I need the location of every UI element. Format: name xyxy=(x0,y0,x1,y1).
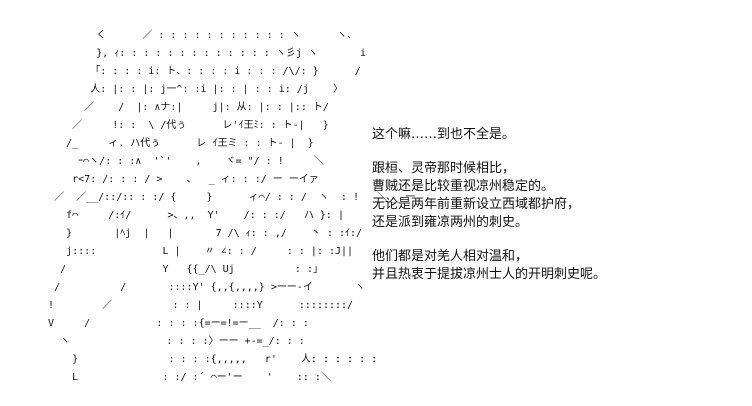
ascii-art-line: ! ／ : : | ::::Y ::::::::/ xyxy=(30,300,354,311)
ascii-art-line: /_ ィ. ハ代ぅ レ ｲ王ミ : : ト- | } xyxy=(30,138,314,149)
dialogue-text: 这个嘛……到也不全是。 跟桓、灵帝那时候相比， 曹贼还是比较重视凉州稳定的。 无… xyxy=(372,126,742,284)
ascii-art-line: r<7: /: : : / > 、 _ ィ: : :/ ー ーイァ xyxy=(30,174,319,185)
dialogue-line: 他们都是对羌人相对温和， xyxy=(372,249,529,264)
dialogue-line: 还是派到雍凉两州的刺史。 xyxy=(372,215,529,230)
ascii-art-line: ／ !: : \ /代ぅ レ'ｲ王ﾐ: : ト-| } xyxy=(30,120,329,131)
ascii-art-line: V / : : : :{=ー=!=ー__ /: : : xyxy=(30,318,309,329)
ascii-art-line: / Y {{_/\ Uj : :」 xyxy=(30,264,323,275)
paragraph-gap xyxy=(372,144,742,160)
dialogue-line: 无论是两年前重新设立西域都护府， xyxy=(372,197,581,212)
ascii-art-line: } : : : :{,,,,, r' 人: : : : : : xyxy=(30,354,378,365)
ascii-art-line: } |ﾍj | | 7 /\ ｨ: : ,/ 丶 : :ｲ:/ xyxy=(30,228,363,239)
ascii-art-line: 「: : : : i: ト、: : : : i : : : /\/: } / xyxy=(30,66,361,77)
ascii-art-line: ／ ／__/::/:: : :/ { } ィ⌒/ : : / ヽ : ! ＼__… xyxy=(30,192,416,203)
ascii-art-line: く ／ : : : : : : : : : : : ヽ ヽ、 xyxy=(30,30,357,41)
ascii-art-line: ｰ⌒ヽ/: : :∧ '`' , ヾ= "/ : ! ＼ xyxy=(30,156,324,167)
dialogue-line: 曹贼还是比较重视凉州稳定的。 xyxy=(372,179,555,194)
ascii-art-line: L : :/ :´ ⌒ー'ー ' :: :＼ xyxy=(30,372,331,383)
dialogue-line: 这个嘛……到也不全是。 xyxy=(372,127,516,142)
dialogue-line: 并且热衷于提拔凉州士人的开明刺史呢。 xyxy=(372,267,607,282)
ascii-art-line: f⌒ /:ｲ/ >、,, Y' /: : :/ ハ }: | xyxy=(30,210,381,221)
ascii-art-line: }, ｨ: : : : : : : : : : : : : ヽ彡j ヽ i xyxy=(30,48,367,59)
ascii-art-line: j:::: L | 〃 ∠: : / : : |: :J|| xyxy=(30,246,354,257)
ascii-art-character: く ／ : : : : : : : : : : : ヽ ヽ、 }, ｨ: : :… xyxy=(30,30,415,390)
paragraph-gap xyxy=(372,232,742,248)
ascii-art-line: ヽ : : : :〉ーー +-=_/: : : xyxy=(30,336,305,347)
ascii-art-line: ／ / |: ∧ナ:| j|: 从: |: : |:: ト/ xyxy=(30,102,329,113)
ascii-art-line: / / ::::Y' {,,{,,,,} >ーー-イ ヽ xyxy=(30,282,366,293)
ascii-art-line: 人: |: : |: j一^: :i |: : | : : i: /j 〉 xyxy=(30,84,343,95)
dialogue-line: 跟桓、灵帝那时候相比， xyxy=(372,161,516,176)
